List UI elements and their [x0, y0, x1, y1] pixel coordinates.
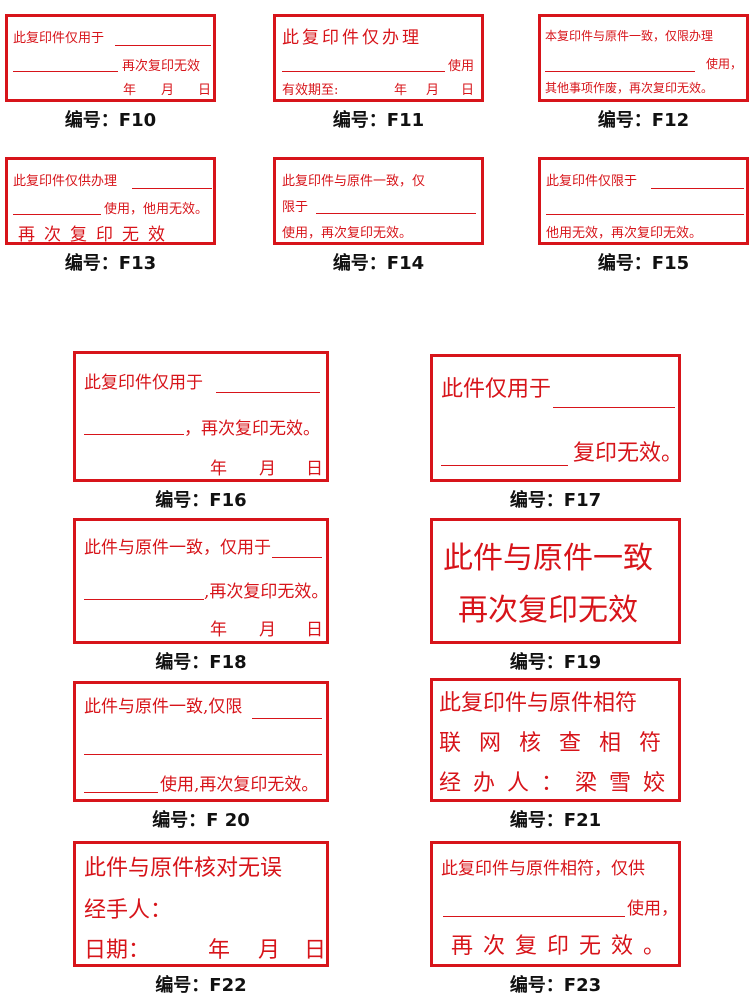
day-label: 日 — [306, 620, 323, 640]
stamp-text: 其他事项作废，再次复印无效。 — [545, 81, 714, 95]
caption: 编号：F 20 — [152, 810, 250, 831]
stamp-f13: 此复印件仅供办理 使用，他用无效。 再次复印无效 — [5, 157, 216, 245]
stamp-f20: 此件与原件一致,仅限 使用,再次复印无效。 — [73, 681, 329, 802]
stamp-text: 他用无效，再次复印无效。 — [546, 226, 703, 241]
day-label: 日 — [461, 83, 475, 98]
blank-line — [132, 188, 212, 189]
blank-line — [316, 213, 476, 214]
stamp-text: 使用 — [448, 59, 475, 74]
stamp-f14: 此复印件与原件一致，仅 限于 使用，再次复印无效。 — [273, 157, 484, 245]
blank-line — [443, 916, 625, 917]
stamp-text: 复印无效。 — [573, 441, 684, 466]
stamp-text: 经办人：梁雪姣 — [439, 771, 678, 796]
stamp-text: 联网核查相符 — [439, 731, 680, 756]
stamp-text: 此复印件仅用于 — [13, 31, 105, 46]
stamp-f15: 此复印件仅限于 他用无效，再次复印无效。 — [538, 157, 749, 245]
stamp-f12: 本复印件与原件一致，仅限办理 使用， 其他事项作废，再次复印无效。 — [538, 14, 749, 102]
caption: 编号：F21 — [509, 810, 602, 831]
stamp-text: 使用,再次复印无效。 — [160, 775, 319, 795]
stamp-text: 本复印件与原件一致，仅限办理 — [545, 29, 714, 43]
caption: 编号：F12 — [597, 110, 690, 131]
caption: 编号：F17 — [509, 490, 602, 511]
caption: 编号：F23 — [509, 975, 602, 996]
stamp-f22: 此件与原件核对无误 经手人： 日期： 年 月 日 — [73, 841, 329, 967]
month-label: 月 — [161, 83, 175, 98]
year-label: 年 — [123, 83, 137, 98]
caption: 编号：F19 — [509, 652, 602, 673]
stamp-text: 此复印件仅用于 — [84, 373, 203, 393]
stamp-f16: 此复印件仅用于 ，再次复印无效。 年 月 日 — [73, 351, 329, 482]
year-label: 年 — [210, 620, 227, 640]
stamp-text: 此复印件仅办理 — [282, 28, 422, 48]
blank-line — [272, 557, 322, 558]
stamp-text: 再次复印无效 — [458, 593, 638, 628]
year-label: 年 — [210, 459, 227, 479]
blank-line — [441, 465, 568, 466]
day-label: 日 — [198, 83, 212, 98]
blank-line — [115, 45, 211, 46]
stamp-text: 此件与原件一致,仅限 — [84, 697, 243, 717]
month-label: 月 — [426, 83, 440, 98]
stamp-text: 此件与原件核对无误 — [84, 856, 283, 881]
blank-line — [216, 392, 320, 393]
stamp-f17: 此件仅用于 复印无效。 — [430, 354, 684, 482]
stamp-text: 再次复印无效 — [122, 59, 201, 74]
blank-line — [651, 188, 744, 189]
caption: 编号：F18 — [155, 652, 247, 673]
stamp-text: 使用， — [706, 57, 743, 71]
date-label: 日期： — [84, 938, 151, 963]
stamp-text: 再次复印无效。 — [451, 934, 676, 959]
stamp-text: 此复印件仅供办理 — [13, 174, 118, 189]
stamp-f11: 此复印件仅办理 使用 有效期至: 年 月 日 — [273, 14, 484, 102]
blank-line — [84, 754, 322, 755]
stamp-text: 经手人： — [84, 898, 173, 923]
stamp-text: 使用，再次复印无效。 — [282, 226, 413, 241]
stamp-text: ,再次复印无效。 — [204, 582, 329, 602]
stamp-text: 此复印件与原件一致，仅 — [282, 174, 426, 189]
caption: 编号：F14 — [332, 253, 425, 274]
stamp-text: 限于 — [282, 200, 309, 215]
stamp-text: 使用， — [627, 899, 678, 919]
caption: 编号：F22 — [155, 975, 247, 996]
caption: 编号：F16 — [155, 490, 247, 511]
stamp-f18: 此件与原件一致，仅用于 ,再次复印无效。 年 月 日 — [73, 518, 329, 644]
day-label: 日 — [306, 459, 323, 479]
blank-line — [282, 71, 445, 72]
year-label: 年 — [208, 938, 231, 963]
blank-line — [84, 599, 204, 600]
stamp-text: 使用，他用无效。 — [104, 202, 209, 217]
month-label: 月 — [258, 938, 281, 963]
stamp-text: 有效期至: — [282, 83, 339, 98]
stamp-f23: 此复印件与原件相符，仅供 使用， 再次复印无效。 — [430, 841, 681, 967]
caption: 编号：F10 — [64, 110, 157, 131]
stamp-text: 此件仅用于 — [441, 377, 552, 402]
stamp-text: 此件与原件一致 — [443, 541, 653, 576]
day-label: 日 — [304, 938, 327, 963]
stamp-text: 此复印件与原件相符 — [439, 691, 638, 716]
blank-line — [84, 792, 158, 793]
year-label: 年 — [394, 83, 408, 98]
blank-line — [545, 71, 695, 72]
stamp-text: 此件与原件一致，仅用于 — [84, 538, 271, 558]
stamp-f21: 此复印件与原件相符 联网核查相符 经办人：梁雪姣 — [430, 678, 681, 802]
caption: 编号：F11 — [332, 110, 425, 131]
blank-line — [252, 718, 322, 719]
stamp-f10: 此复印件仅用于 再次复印无效 年 月 日 — [5, 14, 216, 102]
stamp-f19: 此件与原件一致 再次复印无效 — [430, 518, 681, 644]
blank-line — [553, 407, 675, 408]
month-label: 月 — [259, 620, 276, 640]
blank-line — [13, 71, 118, 72]
stamp-text: 再次复印无效 — [18, 225, 174, 245]
caption: 编号：F13 — [64, 253, 157, 274]
blank-line — [84, 434, 184, 435]
month-label: 月 — [259, 459, 276, 479]
blank-line — [546, 214, 744, 215]
stamp-text: ，再次复印无效。 — [184, 419, 320, 439]
blank-line — [13, 214, 101, 215]
stamp-text: 此复印件与原件相符，仅供 — [441, 859, 645, 879]
caption: 编号：F15 — [597, 253, 690, 274]
stamp-text: 此复印件仅限于 — [546, 174, 638, 189]
